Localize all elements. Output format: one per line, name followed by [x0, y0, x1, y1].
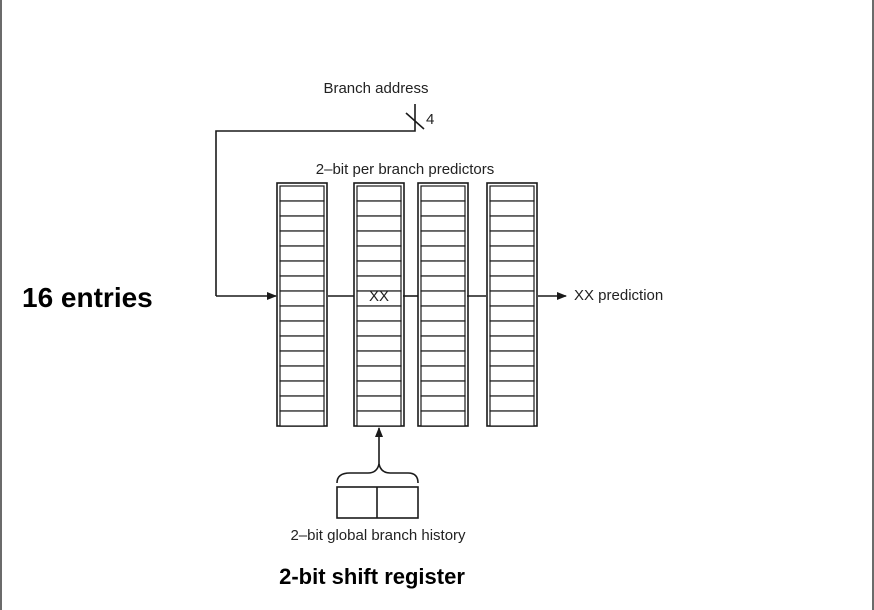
predictor-entry: [420, 305, 466, 322]
predictor-entry: [279, 185, 325, 202]
predictor-entry: [279, 380, 325, 397]
predictor-column-1: [276, 182, 328, 427]
predictor-entry: [489, 410, 535, 427]
predictor-entry: [279, 200, 325, 217]
predictor-entry: [279, 215, 325, 232]
predictor-entry: [420, 245, 466, 262]
entries-label: 16 entries: [22, 282, 153, 313]
selected-cell-value: XX: [369, 288, 389, 305]
predictor-entry: [420, 410, 466, 427]
predictor-entry: [279, 365, 325, 382]
predictor-entry: [356, 410, 402, 427]
predictor-entry: [279, 245, 325, 262]
predictor-entry: [356, 305, 402, 322]
predictor-entry: [356, 200, 402, 217]
predictor-entry: [489, 260, 535, 277]
prediction-label: XX prediction: [574, 287, 663, 304]
address-bus: [215, 104, 425, 300]
predictor-entry: [279, 290, 325, 307]
predictor-entry: [489, 365, 535, 382]
branch-address-label: Branch address: [323, 80, 428, 97]
predictor-entry: [489, 245, 535, 262]
predictor-entry: [489, 290, 535, 307]
predictor-column-2: [353, 182, 405, 427]
global-history-register: [336, 486, 419, 519]
predictor-entry: [279, 335, 325, 352]
predictor-entry: [420, 335, 466, 352]
bus-width-slash: [405, 112, 425, 130]
predictor-entry: [279, 305, 325, 322]
predictor-entry: [420, 290, 466, 307]
predictor-entry: [279, 260, 325, 277]
predictor-entry: [279, 410, 325, 427]
shift-register-label: 2-bit shift register: [279, 564, 465, 589]
predictor-entry: [279, 320, 325, 337]
predictor-entry: [420, 215, 466, 232]
predictor-entry: [489, 305, 535, 322]
history-label: 2–bit global branch history: [290, 527, 466, 544]
predictor-entry: [489, 185, 535, 202]
predictor-entry: [279, 230, 325, 247]
predictor-entry: [420, 350, 466, 367]
predictor-entry: [356, 185, 402, 202]
predictor-entry: [356, 230, 402, 247]
predictor-entry: [420, 365, 466, 382]
predictor-entry: [489, 395, 535, 412]
predictor-entry: [279, 275, 325, 292]
predictor-entry: [420, 230, 466, 247]
predictor-entry: [489, 350, 535, 367]
predictor-entry: [356, 395, 402, 412]
predictor-entry: [356, 260, 402, 277]
predictor-column-4: [486, 182, 538, 427]
predictor-entry: [356, 215, 402, 232]
predictor-columns: [276, 182, 538, 427]
predictor-entry: [489, 215, 535, 232]
predictor-column-3: [417, 182, 469, 427]
predictor-entry: [356, 335, 402, 352]
predictor-entry: [279, 395, 325, 412]
predictor-entry: [420, 275, 466, 292]
history-arrow: [336, 427, 419, 484]
predictor-entry: [420, 320, 466, 337]
predictor-entry: [489, 320, 535, 337]
predictor-entry: [356, 350, 402, 367]
predictor-entry: [356, 320, 402, 337]
predictors-title: 2–bit per branch predictors: [316, 161, 494, 178]
predictor-entry: [420, 185, 466, 202]
predictor-entry: [356, 245, 402, 262]
predictor-entry: [420, 395, 466, 412]
predictor-entry: [489, 200, 535, 217]
predictor-entry: [489, 380, 535, 397]
predictor-entry: [279, 350, 325, 367]
predictor-entry: [420, 260, 466, 277]
predictor-entry: [420, 200, 466, 217]
address-width-label: 4: [426, 111, 434, 128]
predictor-entry: [356, 365, 402, 382]
predictor-entry: [356, 380, 402, 397]
predictor-entry: [489, 335, 535, 352]
predictor-entry: [420, 380, 466, 397]
predictor-entry: [489, 275, 535, 292]
predictor-entry: [489, 230, 535, 247]
